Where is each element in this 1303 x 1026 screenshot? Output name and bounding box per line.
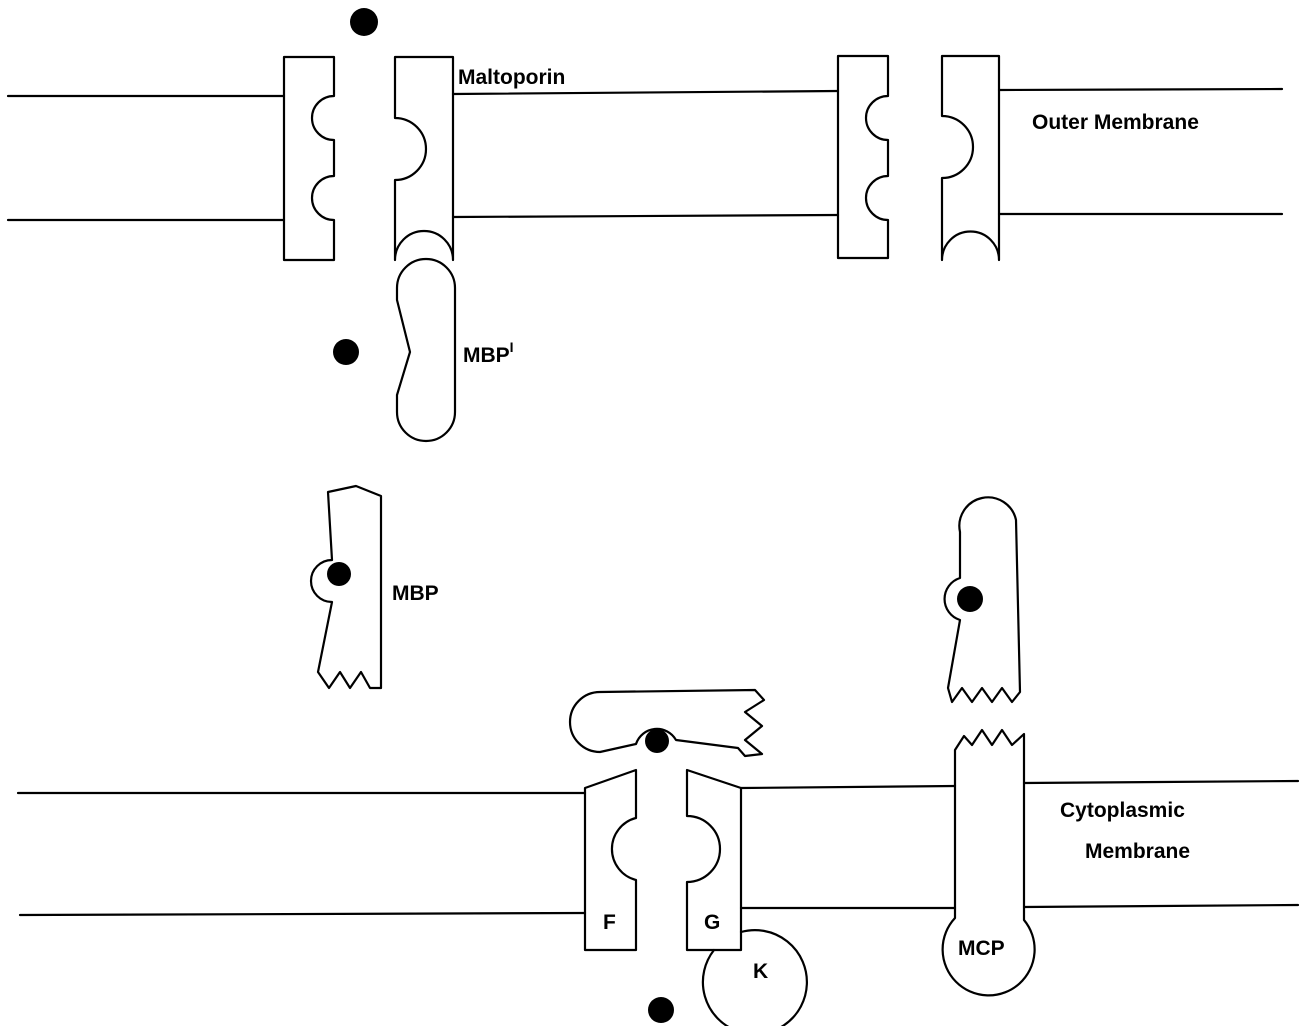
malf-protein: F bbox=[585, 770, 636, 950]
malk-label: K bbox=[753, 960, 768, 983]
mbp-prime-shape bbox=[397, 259, 455, 441]
maltoporin-right bbox=[838, 56, 999, 260]
maltoporin-left bbox=[284, 57, 453, 260]
maltose-dot bbox=[645, 729, 669, 753]
malg-protein: G bbox=[687, 770, 741, 950]
malf-label: F bbox=[603, 911, 616, 934]
maltoporin-label: Maltoporin bbox=[458, 66, 565, 89]
mcp-label: MCP bbox=[958, 937, 1005, 960]
mbp-prime-label: MBPI bbox=[463, 339, 514, 367]
outer-membrane bbox=[8, 89, 1282, 220]
cytoplasmic-label: Cytoplasmic bbox=[1060, 799, 1185, 822]
outer-membrane-label: Outer Membrane bbox=[1032, 111, 1199, 134]
membrane-label: Membrane bbox=[1085, 840, 1190, 863]
maltose-dot bbox=[957, 586, 983, 612]
mbp-shape bbox=[311, 486, 381, 688]
maltose-dot bbox=[648, 997, 674, 1023]
maltose-dot bbox=[350, 8, 378, 36]
malk-protein: K bbox=[703, 930, 807, 1026]
mbp-label: MBP bbox=[392, 582, 439, 605]
maltose-dot bbox=[333, 339, 359, 365]
maltose-molecules bbox=[327, 8, 983, 1023]
malg-label: G bbox=[704, 911, 720, 934]
mcp-receptor: MCP bbox=[943, 730, 1035, 995]
maltose-dot bbox=[327, 562, 351, 586]
